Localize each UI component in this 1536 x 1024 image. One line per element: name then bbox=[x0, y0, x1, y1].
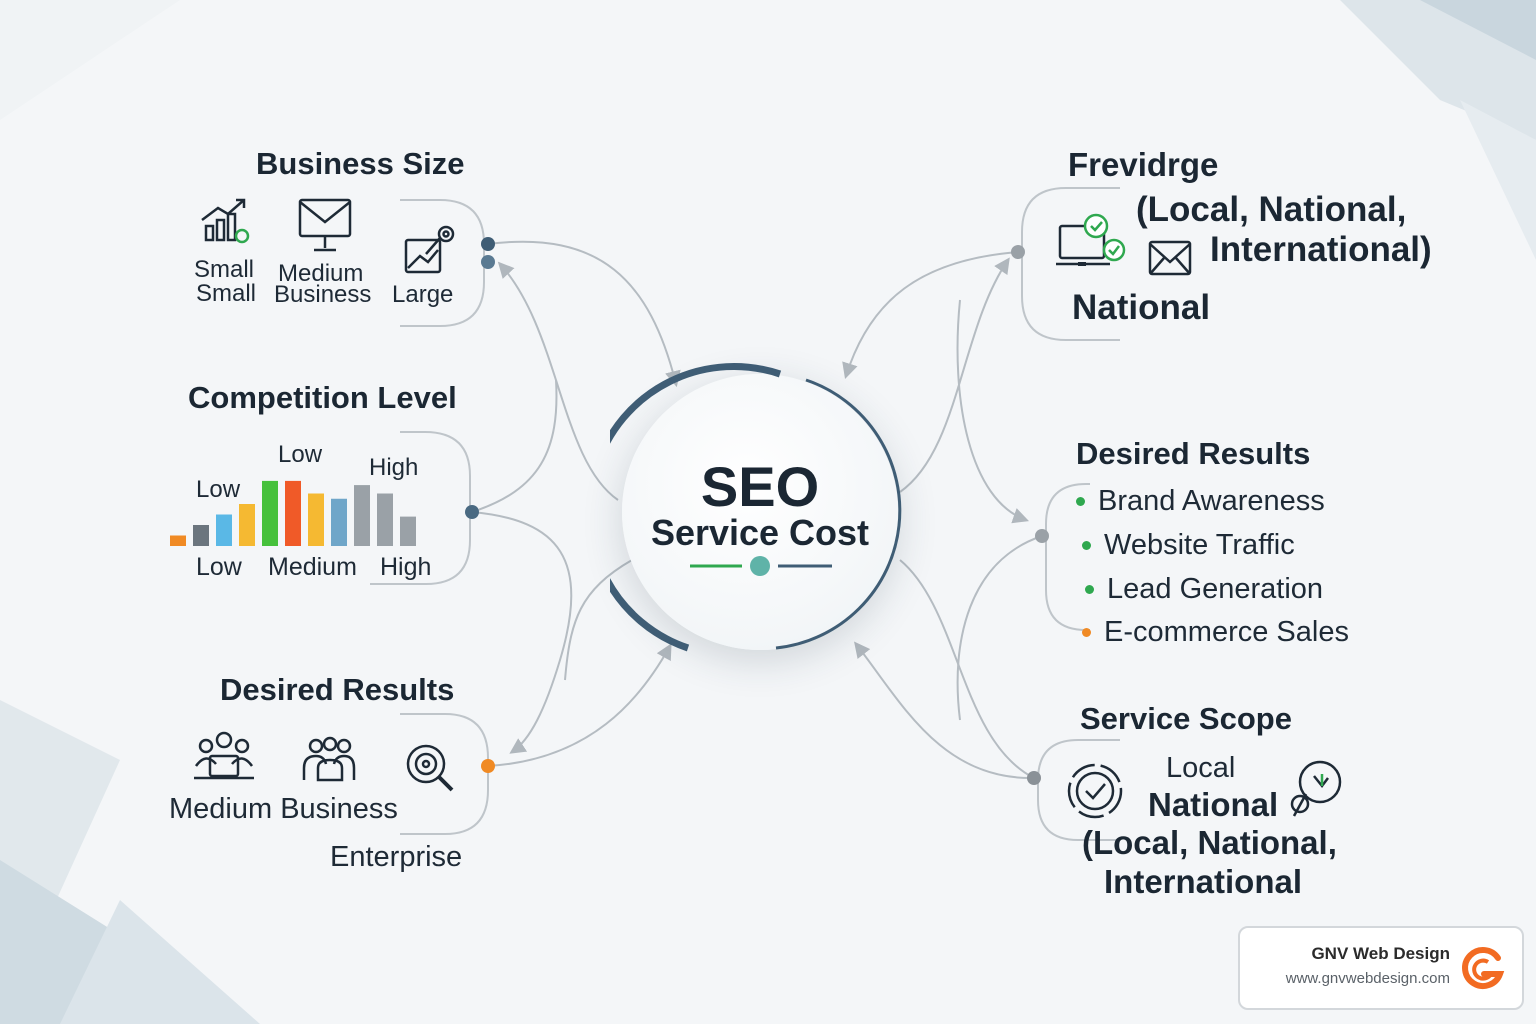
desired-results-item-3: Lead Generation bbox=[1107, 573, 1324, 605]
desired-results-right-title: Desired Results bbox=[1076, 436, 1311, 471]
frevidge-scope-line-1: (Local, National, bbox=[1136, 190, 1407, 229]
team-group-icon bbox=[302, 736, 356, 782]
desired-results-item-4: E-commerce Sales bbox=[1104, 616, 1349, 648]
gnv-g-logo-icon bbox=[1462, 947, 1505, 989]
competition-bar bbox=[216, 514, 232, 546]
center-ring bbox=[610, 363, 902, 652]
competition-top-label-1: Low bbox=[196, 476, 241, 503]
image-gear-icon bbox=[404, 225, 455, 274]
bullet-dot-4 bbox=[1082, 628, 1091, 637]
desired-results-left-title: Desired Results bbox=[220, 672, 455, 707]
competition-bar bbox=[285, 480, 301, 546]
business-size-title: Business Size bbox=[256, 146, 465, 181]
bullet-dot-3 bbox=[1085, 585, 1094, 594]
competition-bottom-label-3: High bbox=[380, 553, 432, 581]
frevidge-national-label: National bbox=[1072, 288, 1211, 327]
competition-bottom-label-1: Low bbox=[196, 553, 242, 581]
competition-bar bbox=[308, 493, 324, 546]
desired-results-item-1: Brand Awareness bbox=[1098, 485, 1325, 517]
competition-bar bbox=[331, 498, 347, 546]
location-pin-icon bbox=[1290, 760, 1342, 817]
service-scope-national: National bbox=[1148, 786, 1279, 823]
center-subtitle: Service Cost bbox=[650, 512, 870, 553]
competition-bar bbox=[170, 535, 186, 546]
competition-top-label-3: High bbox=[369, 454, 419, 481]
center-divider bbox=[690, 556, 832, 576]
bullet-dot-2 bbox=[1082, 541, 1091, 550]
competition-bar bbox=[400, 516, 416, 546]
desired-results-left-label: Medium Business bbox=[169, 793, 398, 825]
service-scope-local: Local bbox=[1166, 752, 1236, 784]
service-scope-line-4: International bbox=[1104, 863, 1303, 900]
competition-bar bbox=[239, 504, 255, 546]
team-presentation-icon bbox=[194, 731, 254, 780]
growth-chart-icon bbox=[201, 198, 250, 244]
competition-bar-graphic bbox=[170, 480, 416, 546]
search-target-icon bbox=[406, 744, 454, 792]
monitor-mail-icon bbox=[298, 198, 352, 252]
competition-bottom-label-2: Medium bbox=[268, 553, 357, 581]
center-title: SEO bbox=[700, 455, 820, 518]
frevidge-title: Frevidrge bbox=[1068, 146, 1219, 183]
frevidge-scope-line-2: International) bbox=[1210, 230, 1432, 269]
business-size-small-label: Small bbox=[194, 256, 255, 283]
business-size-business-label: Business bbox=[274, 281, 372, 308]
competition-level-title: Competition Level bbox=[188, 380, 457, 415]
competition-bar bbox=[262, 480, 278, 546]
laptop-check-icon bbox=[1056, 213, 1126, 266]
brand-url[interactable]: www.gnvwebdesign.com bbox=[1285, 970, 1450, 987]
competition-bar bbox=[193, 525, 209, 546]
service-scope-line-3: (Local, National, bbox=[1082, 824, 1337, 861]
brand-name: GNV Web Design bbox=[1311, 944, 1450, 963]
check-badge-icon bbox=[1067, 763, 1123, 819]
business-size-small-label-2: Small bbox=[196, 280, 257, 307]
service-scope-title: Service Scope bbox=[1080, 701, 1292, 736]
competition-top-label-2: Low bbox=[278, 441, 323, 468]
business-size-large-label: Large bbox=[392, 281, 454, 308]
bullet-dot-1 bbox=[1076, 497, 1085, 506]
center-node bbox=[622, 374, 898, 650]
competition-bar bbox=[377, 493, 393, 546]
brand-card[interactable]: GNV Web Design www.gnvwebdesign.com bbox=[1238, 926, 1524, 1010]
business-size-medium-label: Medium bbox=[278, 260, 364, 287]
envelope-icon bbox=[1148, 240, 1192, 276]
competition-bar bbox=[354, 485, 370, 546]
desired-results-left-label-2: Enterprise bbox=[330, 841, 463, 873]
desired-results-item-2: Website Traffic bbox=[1104, 529, 1295, 561]
